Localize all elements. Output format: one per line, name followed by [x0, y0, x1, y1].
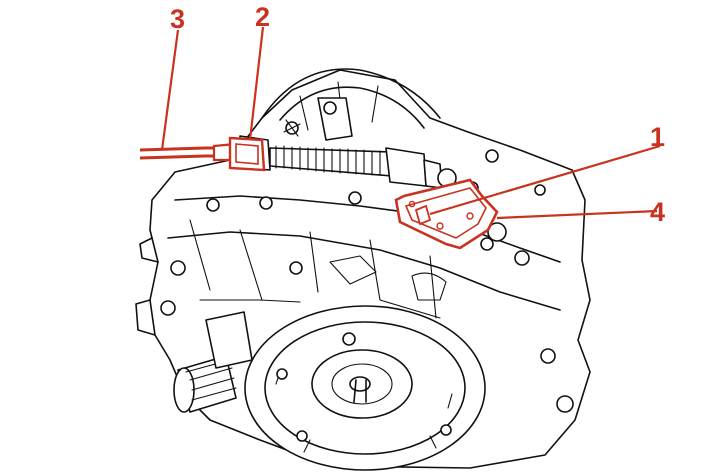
callout-leaders — [160, 26, 661, 220]
leader-line-3 — [160, 29, 180, 151]
callout-number-4: 4 — [650, 197, 665, 227]
cable-end-fitting — [228, 136, 266, 172]
leader-line-2 — [248, 26, 265, 141]
callout-number-1: 1 — [650, 122, 665, 152]
drive-flange — [244, 305, 486, 471]
callout-number-2: 2 — [255, 2, 270, 32]
output-shaft — [173, 311, 253, 413]
selector-cable — [139, 142, 240, 162]
leader-line-1 — [429, 144, 661, 216]
selector-switch-plate — [394, 178, 499, 250]
selector-cable-sheath — [139, 146, 214, 152]
callout-number-3: 3 — [170, 4, 185, 34]
leader-line-4 — [496, 209, 658, 220]
